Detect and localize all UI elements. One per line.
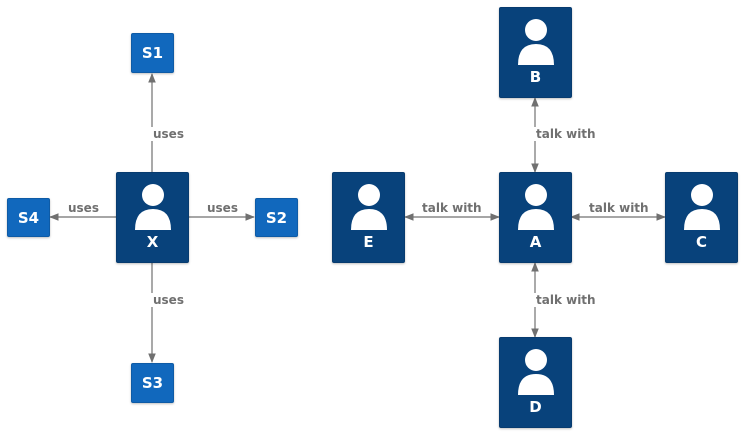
person-label-c: C — [695, 233, 707, 251]
person-node-b[interactable]: B — [499, 7, 572, 98]
person-node-e[interactable]: E — [332, 172, 405, 263]
person-label-d: D — [529, 398, 542, 416]
system-node-s1[interactable]: S1 — [131, 33, 174, 73]
edge-label-a-b: talk with — [534, 127, 598, 141]
person-icon — [683, 184, 720, 230]
person-icon — [350, 184, 387, 230]
person-node-a[interactable]: A — [499, 172, 572, 263]
person-label-b: B — [529, 68, 542, 86]
system-node-s3[interactable]: S3 — [131, 363, 174, 403]
edge-label-x-s4: uses — [66, 201, 101, 215]
person-node-d[interactable]: D — [499, 337, 572, 428]
person-node-x[interactable]: X — [116, 172, 189, 263]
person-label-x: X — [146, 233, 159, 251]
edge-label-x-s1: uses — [151, 127, 186, 141]
person-icon — [134, 184, 171, 230]
system-node-s2[interactable]: S2 — [255, 198, 298, 237]
edge-label-a-c: talk with — [587, 201, 651, 215]
edge-label-x-s2: uses — [205, 201, 240, 215]
person-node-c[interactable]: C — [665, 172, 738, 263]
person-label-e: E — [363, 233, 374, 251]
edge-label-x-s3: uses — [151, 293, 186, 307]
system-node-s4[interactable]: S4 — [7, 198, 50, 237]
person-icon — [517, 349, 554, 395]
person-icon — [517, 184, 554, 230]
person-icon — [517, 19, 554, 65]
edge-label-a-e: talk with — [420, 201, 484, 215]
edge-label-a-d: talk with — [534, 293, 598, 307]
person-label-a: A — [529, 233, 542, 251]
